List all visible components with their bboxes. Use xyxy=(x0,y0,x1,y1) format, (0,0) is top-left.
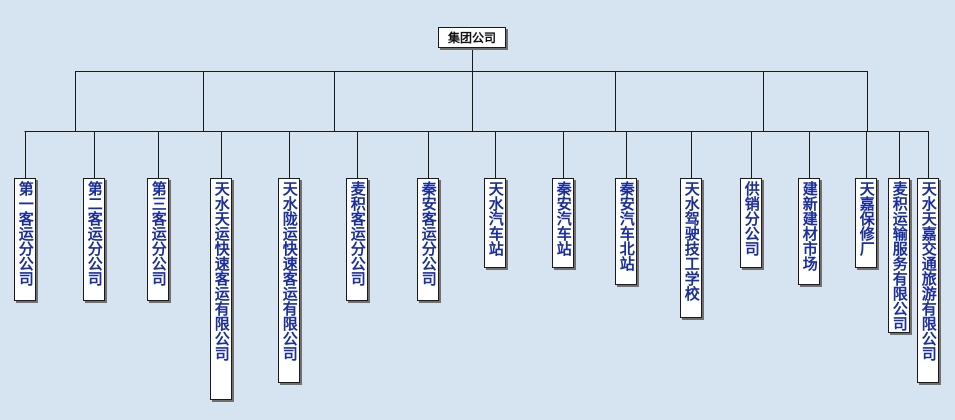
child-node-label: 第三客运分公司 xyxy=(149,181,168,286)
child-node-label: 供销分公司 xyxy=(742,181,761,256)
child-node-label: 建新建材市场 xyxy=(800,181,819,271)
child-node-label: 第一客运分公司 xyxy=(16,181,35,286)
root-node-label: 集团公司 xyxy=(447,31,496,45)
child-node-label: 秦安汽车站 xyxy=(554,181,573,256)
child-node-label: 天水驾驶技工学校 xyxy=(682,181,701,301)
child-node-box: 麦积运输服务有限公司 xyxy=(888,178,910,333)
child-node-box: 秦安汽车站 xyxy=(552,178,574,268)
child-node-box: 天水天运快速客运有限公司 xyxy=(210,178,232,400)
child-node-label: 天水天嘉交通旅游有限公司 xyxy=(919,181,938,361)
child-node-label: 麦积运输服务有限公司 xyxy=(890,181,909,331)
child-node-label: 天水陇运快速客运有限公司 xyxy=(280,181,299,361)
child-node-box: 天水驾驶技工学校 xyxy=(680,178,702,318)
child-node-label: 天水天运快速客运有限公司 xyxy=(212,181,231,361)
child-node-box: 秦安汽车北站 xyxy=(615,178,637,285)
child-node-box: 第二客运分公司 xyxy=(83,178,105,301)
child-node-box: 麦积客运分公司 xyxy=(346,178,368,301)
child-node-box: 供销分公司 xyxy=(740,178,762,268)
child-node-box: 天水汽车站 xyxy=(484,178,506,268)
child-node-label: 天水汽车站 xyxy=(486,181,505,256)
child-node-label: 第二客运分公司 xyxy=(85,181,104,286)
child-node-box: 天嘉保修厂 xyxy=(855,178,877,268)
child-node-box: 天水陇运快速客运有限公司 xyxy=(278,178,300,383)
child-node-box: 第三客运分公司 xyxy=(147,178,169,301)
child-node-label: 秦安汽车北站 xyxy=(617,181,636,271)
child-node-label: 麦积客运分公司 xyxy=(348,181,367,286)
child-node-label: 天嘉保修厂 xyxy=(857,181,876,256)
child-node-label: 秦安客运分公司 xyxy=(419,181,438,286)
child-node-box: 秦安客运分公司 xyxy=(417,178,439,301)
child-node-box: 天水天嘉交通旅游有限公司 xyxy=(917,178,939,383)
child-node-box: 第一客运分公司 xyxy=(14,178,36,301)
child-node-box: 建新建材市场 xyxy=(798,178,820,285)
root-node-box: 集团公司 xyxy=(438,27,506,48)
